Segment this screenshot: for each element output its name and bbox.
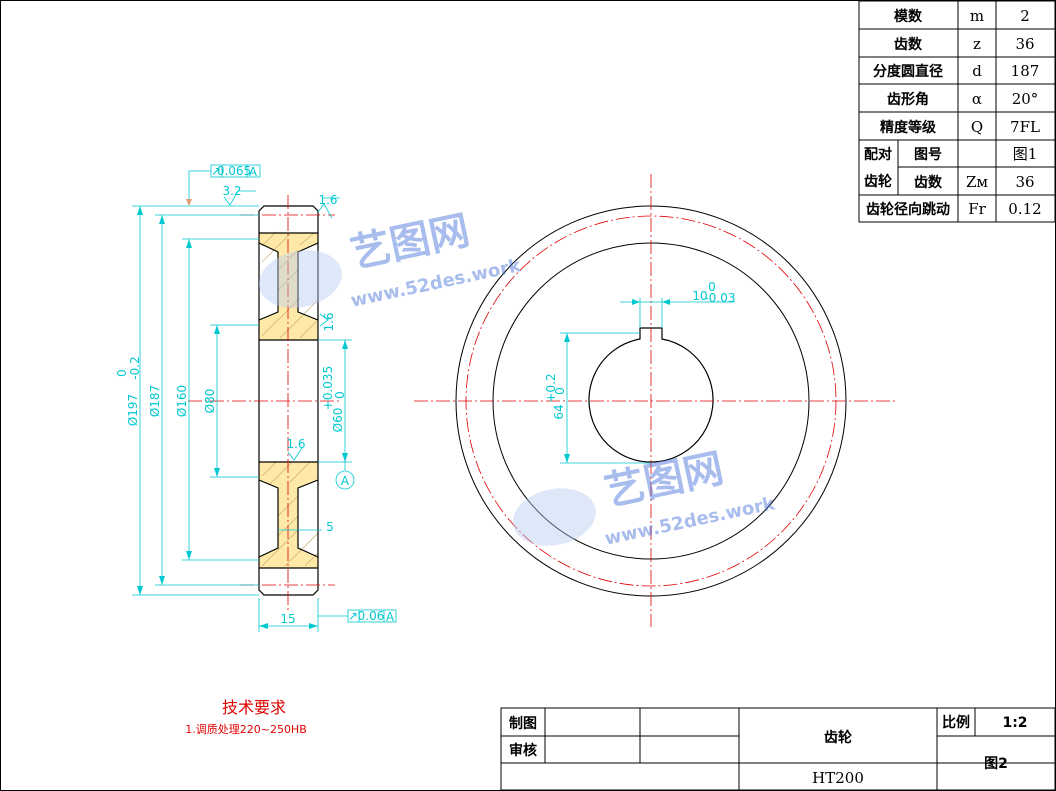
runout-name: 齿轮径向跳动: [866, 201, 950, 218]
parameter-table: [858, 0, 1056, 223]
watermark-globe-icon: [512, 488, 596, 546]
roughness-symbols: [223, 190, 340, 461]
runout-symbol: Fr: [968, 200, 986, 218]
runout-frame-bottom: ↗ 0.06 A: [318, 609, 397, 624]
dim-80: Ø80: [203, 389, 217, 414]
section-dimension-text: Ø197 0 -0.2 Ø187 Ø160 Ø80 Ø60 +0.035 0 1…: [115, 356, 347, 626]
runout-frame-top: ↗ 0.065 A: [186, 164, 261, 206]
dim-key-depth-tol-up: +0.2: [544, 373, 558, 402]
dim-pitch-diameter: Ø187: [148, 385, 162, 417]
section-hatch: [259, 233, 318, 568]
param-symbol-0: m: [970, 7, 984, 25]
runout-top-value: 0.065: [217, 164, 251, 178]
check-label: 审核: [509, 742, 537, 759]
param-value-1: 36: [1015, 35, 1034, 53]
title-block: [500, 707, 1056, 791]
watermark-brand: 艺图网: [601, 445, 728, 515]
dim-width: 15: [280, 612, 295, 626]
watermark-brand: 艺图网: [347, 207, 474, 277]
watermark-bottom: 艺图网 www.52des.work: [512, 445, 778, 550]
section-dimension-lines: [132, 205, 352, 632]
section-dimension-arrows: [137, 206, 348, 629]
parameter-table-text: 模数 m 2 齿数 z 36 分度圆直径 d 187 齿形角 α 20° 精度等…: [864, 7, 1042, 218]
dim-160: Ø160: [175, 385, 189, 417]
param-symbol-1: z: [973, 35, 981, 53]
section-centerlines: [188, 195, 340, 610]
scale-value: 1:2: [1002, 715, 1027, 731]
title-block-text: 制图 审核 齿轮 HT200 比例 1:2 图2: [509, 714, 1028, 787]
scale-label: 比例: [942, 714, 970, 731]
dim-key-depth-tol-low: 0: [553, 387, 567, 395]
runout-bottom-datum: A: [386, 610, 395, 624]
dim-web: 5: [326, 520, 334, 534]
bore-with-keyway: [588, 327, 714, 463]
roughness-3-2: 3.2: [222, 184, 241, 198]
mating-name-2: 齿数: [914, 174, 943, 191]
datum-a-label: A: [341, 474, 350, 488]
dim-outer-diameter: Ø197: [126, 394, 140, 426]
param-name-2: 分度圆直径: [873, 63, 943, 80]
drawing-number: 图2: [984, 756, 1008, 772]
param-value-0: 2: [1020, 7, 1030, 25]
section-view: Ø197 0 -0.2 Ø187 Ø160 Ø80 Ø60 +0.035 0 1…: [115, 164, 397, 632]
front-dimension-arrows: [564, 299, 670, 463]
param-symbol-4: Q: [971, 118, 983, 136]
watermark-globe-icon: [258, 250, 342, 308]
mating-name-1: 图号: [914, 147, 942, 163]
dim-key-width: 10: [692, 289, 707, 303]
dim-key-depth: 64: [552, 404, 566, 419]
param-value-4: 7FL: [1010, 118, 1040, 136]
material: HT200: [812, 769, 864, 787]
roughness-1-6-top: 1.6: [318, 193, 337, 207]
dim-bore-tol-up: +0.035: [321, 366, 335, 410]
mating-value-2: 36: [1015, 173, 1034, 191]
datum-a: A: [335, 470, 355, 490]
param-value-2: 187: [1011, 62, 1040, 80]
param-symbol-2: d: [972, 62, 982, 80]
dim-bore-tol-low: 0: [333, 391, 347, 399]
param-symbol-3: α: [972, 90, 982, 108]
param-name-3: 齿形角: [887, 91, 929, 108]
drawn-label: 制图: [509, 715, 537, 732]
roughness-1-6-bore: 1.6: [286, 437, 305, 451]
roughness-1-6-mid: 1.6: [322, 312, 336, 331]
section-outline: [258, 205, 319, 596]
dim-key-width-tol-up: 0: [708, 280, 716, 294]
svg-text:↗: ↗: [348, 609, 358, 623]
dim-outer-tol-up: 0: [115, 369, 129, 377]
part-name: 齿轮: [824, 729, 852, 746]
tech-requirements-title: 技术要求: [222, 698, 286, 717]
param-name-4: 精度等级: [880, 119, 937, 136]
dim-outer-tol-low: -0.2: [128, 356, 142, 379]
tech-requirement-item: 1.调质处理220~250HB: [185, 723, 307, 736]
mating-symbol-2: Zм: [966, 173, 988, 191]
runout-top-datum: A: [249, 165, 258, 179]
param-name-0: 模数: [894, 8, 923, 25]
param-name-1: 齿数: [894, 36, 923, 53]
mating-label-top: 配对: [864, 146, 892, 163]
front-view: 10 0 -0.03 64 +0.2 0: [414, 174, 896, 627]
front-dimension-lines: [560, 298, 735, 464]
dim-key-width-tol-low: -0.03: [704, 291, 735, 305]
mating-value-1: 图1: [1013, 145, 1038, 163]
runout-bottom-value: 0.06: [358, 609, 385, 623]
mating-label-bottom: 齿轮: [864, 173, 892, 190]
param-value-3: 20°: [1012, 90, 1039, 108]
front-centerlines: [414, 174, 896, 627]
dim-bore: Ø60: [331, 408, 345, 433]
svg-text:↗: ↗: [211, 164, 221, 178]
runout-value: 0.12: [1008, 200, 1041, 218]
